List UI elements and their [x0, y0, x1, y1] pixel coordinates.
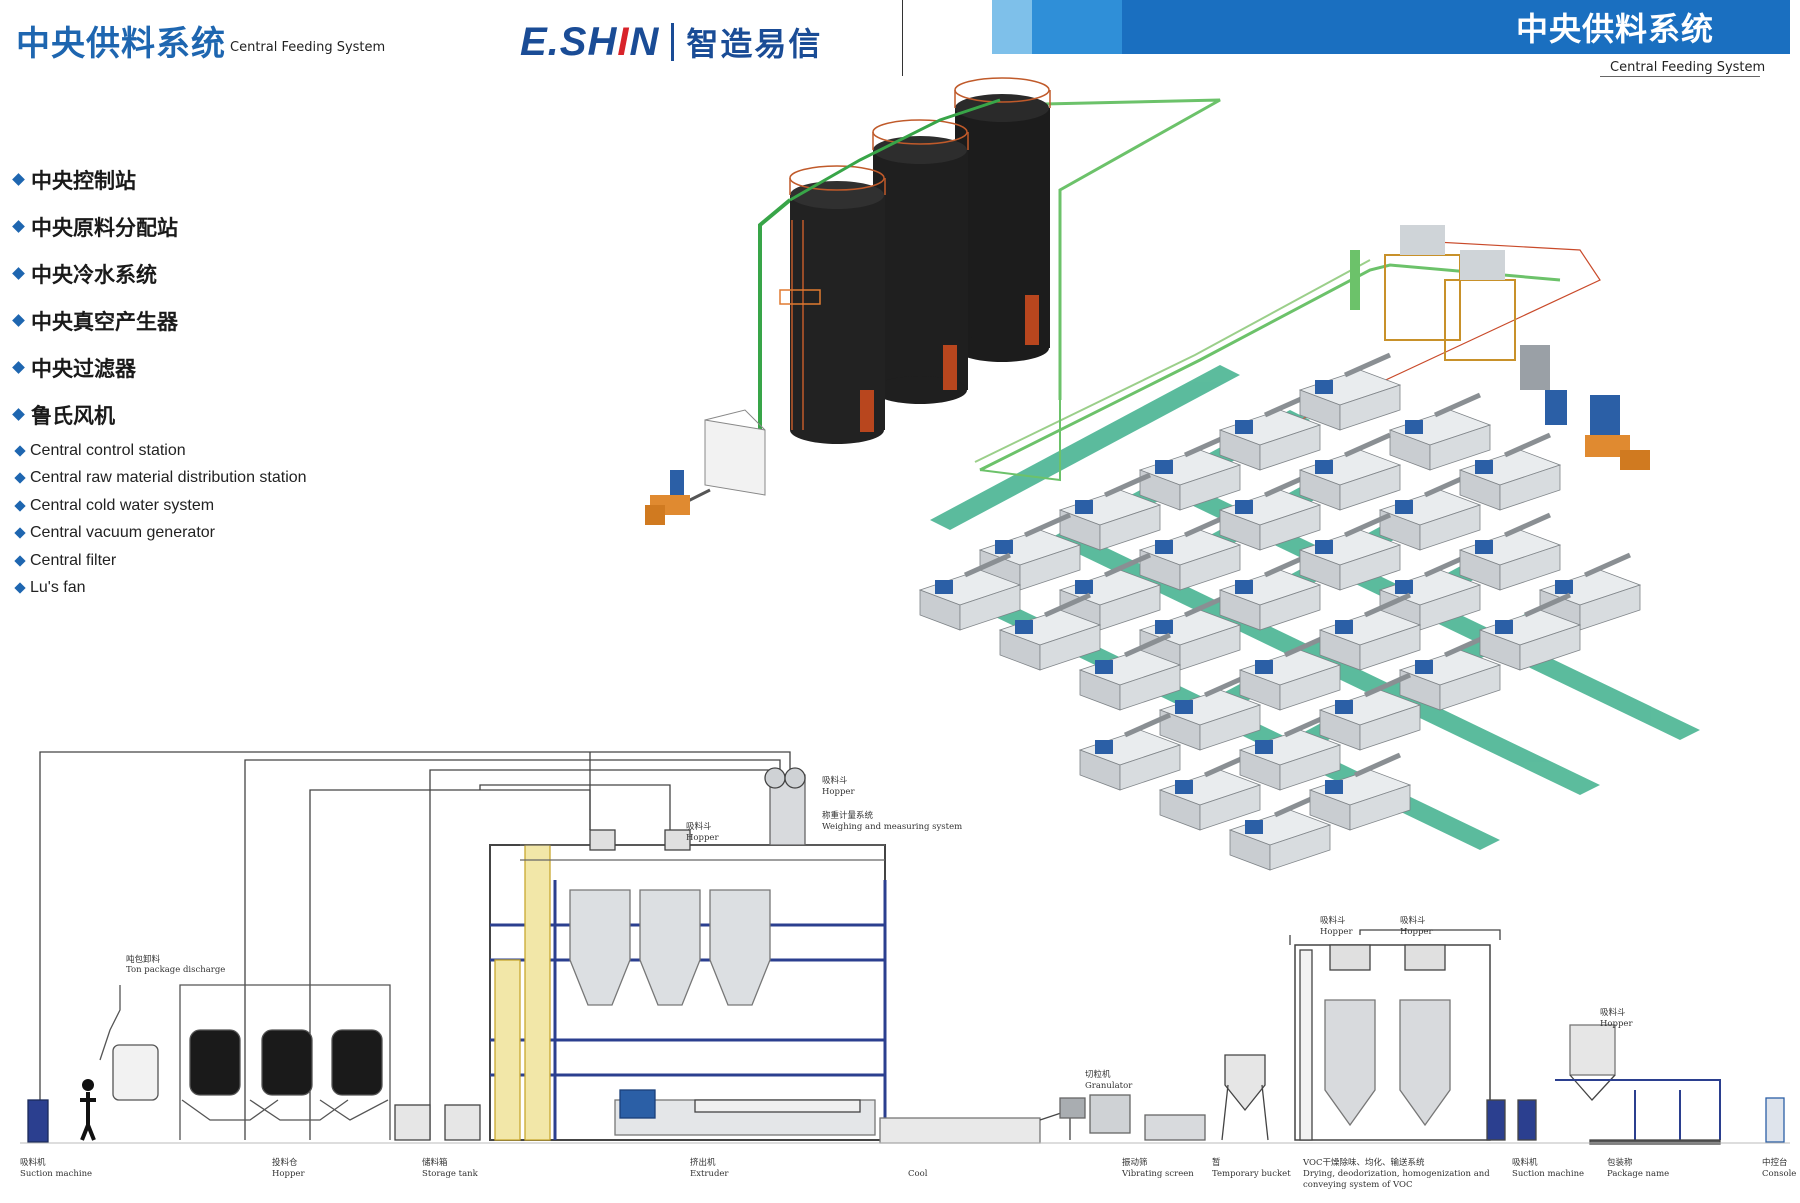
silo-1: [779, 165, 886, 444]
svg-text:暂: 暂: [1212, 1157, 1221, 1168]
svg-text:Suction machine: Suction machine: [20, 1169, 92, 1179]
svg-text:Hopper: Hopper: [272, 1169, 305, 1179]
banner-underline: [1600, 76, 1760, 77]
svg-text:Hopper: Hopper: [686, 833, 719, 843]
svg-text:中控台: 中控台: [1762, 1157, 1788, 1168]
feature-list-cn: 中央控制站 中央原料分配站 中央冷水系统 中央真空产生器 中央过滤器 鲁氏风机: [12, 156, 178, 438]
feature-list-en: Central control station Central raw mate…: [14, 437, 307, 603]
feature-item: Central raw material distribution statio…: [14, 465, 307, 493]
logo-wordmark: E.SHIN: [520, 19, 660, 64]
svg-text:吸料斗: 吸料斗: [1320, 915, 1346, 926]
brand-logo: E.SHIN 智造易信: [520, 20, 822, 64]
svg-text:切粒机: 切粒机: [1085, 1069, 1111, 1080]
svg-text:Cool: Cool: [908, 1169, 928, 1179]
distribution-station: [1350, 225, 1650, 470]
silo-group: [713, 77, 1221, 470]
svg-text:称重计量系统: 称重计量系统: [822, 810, 874, 821]
feature-item: 鲁氏风机: [12, 391, 178, 438]
page-subtitle: Central Feeding System: [230, 40, 386, 55]
logo-divider: [671, 23, 675, 61]
svg-text:Suction machine: Suction machine: [1512, 1169, 1584, 1179]
silo-3: [954, 77, 1051, 362]
unloading-station: [645, 409, 766, 525]
svg-text:储料箱: 储料箱: [422, 1157, 448, 1168]
svg-text:Console: Console: [1762, 1169, 1796, 1179]
svg-text:吸料斗: 吸料斗: [1400, 915, 1426, 926]
molding-machines: [920, 355, 1640, 870]
svg-text:Temporary bucket: Temporary bucket: [1212, 1169, 1291, 1179]
svg-text:Granulator: Granulator: [1085, 1081, 1133, 1091]
svg-text:Drying, deodorization, homogen: Drying, deodorization, homogenization an…: [1303, 1169, 1490, 1179]
production-line: [20, 751, 1790, 1145]
feature-item: 中央真空产生器: [12, 297, 178, 344]
svg-text:VOC干燥除味、均化、输送系统: VOC干燥除味、均化、输送系统: [1302, 1157, 1425, 1168]
svg-text:Weighing and measuring system: Weighing and measuring system: [822, 822, 962, 832]
svg-text:Hopper: Hopper: [1400, 927, 1433, 937]
svg-text:吸料斗: 吸料斗: [686, 821, 712, 832]
feature-item: 中央控制站: [12, 156, 178, 203]
feature-item: Central control station: [14, 437, 307, 465]
svg-text:Storage tank: Storage tank: [422, 1169, 479, 1179]
banner-title: 中央供料系统: [1515, 10, 1714, 48]
banner-subtitle: Central Feeding System: [1610, 60, 1766, 75]
svg-text:Extruder: Extruder: [690, 1169, 729, 1179]
svg-text:吸料斗: 吸料斗: [1600, 1007, 1626, 1018]
svg-text:吨包卸料: 吨包卸料: [126, 954, 161, 965]
page-title: 中央供料系统: [16, 24, 226, 64]
svg-text:投料仓: 投料仓: [272, 1157, 298, 1168]
header-banner: 中央供料系统: [992, 0, 1790, 54]
feature-item: 中央原料分配站: [12, 203, 178, 250]
svg-text:Hopper: Hopper: [1600, 1019, 1633, 1029]
svg-text:Package name: Package name: [1607, 1169, 1669, 1179]
diagram-labels: 吸料斗 Hopper 称重计量系统 Weighing and measuring…: [20, 775, 1796, 1190]
svg-text:吸料机: 吸料机: [1512, 1157, 1538, 1168]
feature-item: 中央冷水系统: [12, 250, 178, 297]
logo-chinese: 智造易信: [686, 25, 823, 63]
feature-item: Central vacuum generator: [14, 520, 307, 548]
svg-text:挤出机: 挤出机: [690, 1157, 716, 1168]
svg-text:包装称: 包装称: [1607, 1157, 1633, 1168]
feature-item: Lu's fan: [14, 575, 307, 603]
svg-text:振动筛: 振动筛: [1122, 1157, 1148, 1168]
svg-text:Hopper: Hopper: [822, 787, 855, 797]
feature-item: Central filter: [14, 547, 307, 575]
feature-item: Central cold water system: [14, 492, 307, 520]
svg-text:Hopper: Hopper: [1320, 927, 1353, 937]
svg-text:吸料机: 吸料机: [20, 1157, 46, 1168]
svg-text:conveying system of VOC: conveying system of VOC: [1303, 1180, 1412, 1190]
silo-2: [872, 119, 969, 404]
svg-text:Ton package discharge: Ton package discharge: [126, 965, 225, 975]
svg-text:Vibrating screen: Vibrating screen: [1121, 1169, 1194, 1179]
feature-item: 中央过滤器: [12, 344, 178, 391]
svg-text:吸料斗: 吸料斗: [822, 775, 848, 786]
header-divider: [902, 0, 903, 76]
